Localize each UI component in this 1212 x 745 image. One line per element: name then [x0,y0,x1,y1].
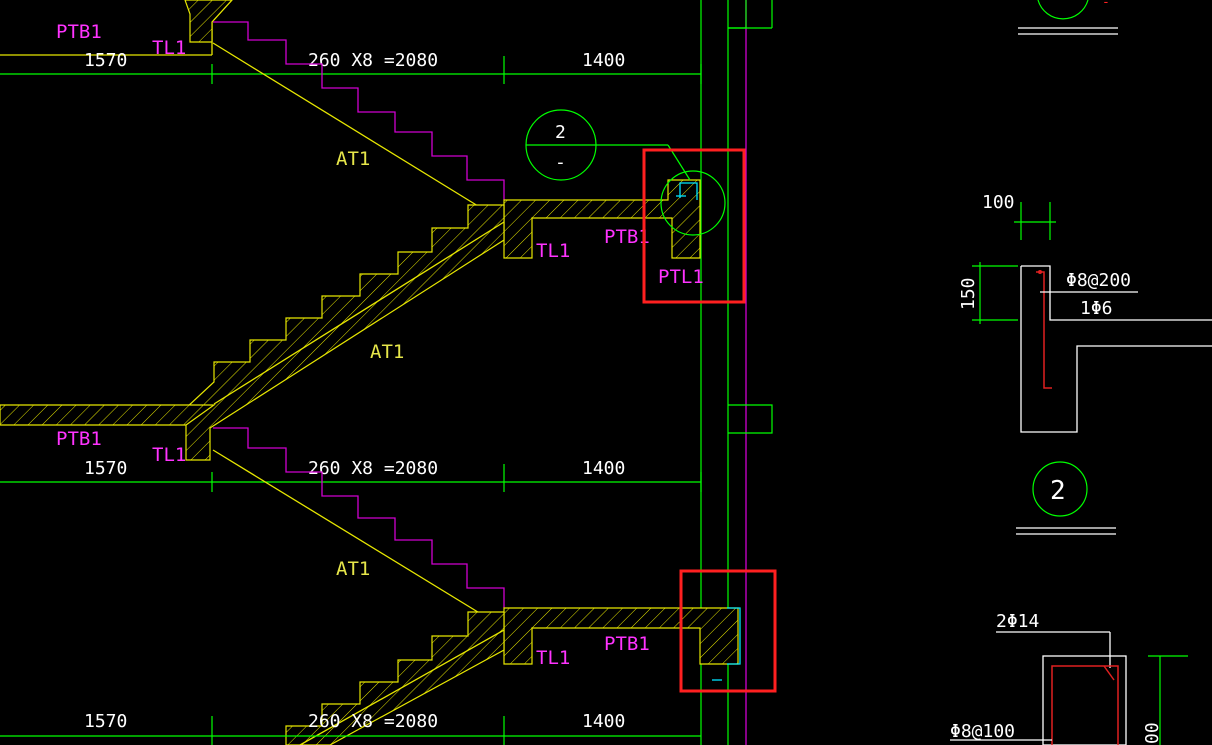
dim-1570-b: 1570 [84,458,127,479]
dimension-row-2: 1570 260 X8 =2080 1400 [0,458,702,492]
label-ptb1-a: PTB1 [56,21,102,43]
label-at1-c: AT1 [336,558,370,580]
dim-2080-c: 260 X8 =2080 [308,711,438,732]
mid-landing-lower: PTB1 TL1 [503,607,741,681]
label-tl1-d: TL1 [536,647,570,669]
callout-sub: - [555,152,566,173]
rebar-2phi14-label: 2Φ14 [996,611,1039,632]
dimension-row-1: 1570 260 X8 =2080 1400 PTB1 TL1 [0,21,702,84]
partial-dim-100: 00 [1142,722,1163,744]
flight-upper: AT1 [212,21,505,223]
detail-dim-150: 150 [958,277,979,310]
top-flight [0,0,233,56]
dim-2080-b: 260 X8 =2080 [308,458,438,479]
mid-landing-upper: PTB1 TL1 PTL1 [503,179,704,288]
detail-dim-100: 100 [982,192,1015,213]
dim-1570-a: 1570 [84,50,127,71]
label-at1-b: AT1 [370,341,404,363]
floor-landing-mid: PTB1 TL1 [0,404,216,466]
flight-return-lower [285,611,505,745]
label-ptb1-c: PTB1 [56,428,102,450]
rebar-phi8-100-label: Φ8@100 [950,721,1015,742]
dim-1400-c: 1400 [582,711,625,732]
detail-ptl1-section: 100 150 Φ8@200 1Φ6 [958,192,1212,433]
label-tl1-a: TL1 [152,37,186,59]
label-tl1-b: TL1 [536,240,570,262]
rebar-stirrup-label: Φ8@200 [1066,270,1131,291]
highlight-box-upper [642,148,746,304]
dim-1400-a: 1400 [582,50,625,71]
callout-number: 2 [555,122,566,143]
flight-lower: AT1 [212,427,505,629]
label-tl1-c: TL1 [152,444,186,466]
rebar-main-label: 1Φ6 [1080,298,1113,319]
flight-return-upper: AT1 [185,204,505,461]
detail-top-title: - [1018,0,1118,35]
dimension-row-3: 1570 260 X8 =2080 1400 [0,711,701,745]
dim-2080-a: 260 X8 =2080 [308,50,438,71]
highlight-box-lower [679,569,777,693]
dim-1570-c: 1570 [84,711,127,732]
dim-1400-b: 1400 [582,458,625,479]
section-2-title: 2 [1016,461,1116,535]
label-ptb1-b: PTB1 [604,226,650,248]
label-at1-a: AT1 [336,148,370,170]
label-ptb1-d: PTB1 [604,633,650,655]
label-ptl1: PTL1 [658,266,704,288]
svg-text:-: - [1102,0,1110,10]
detail-beam-section: 2Φ14 Φ8@100 00 [950,611,1188,745]
section-number: 2 [1050,476,1066,506]
